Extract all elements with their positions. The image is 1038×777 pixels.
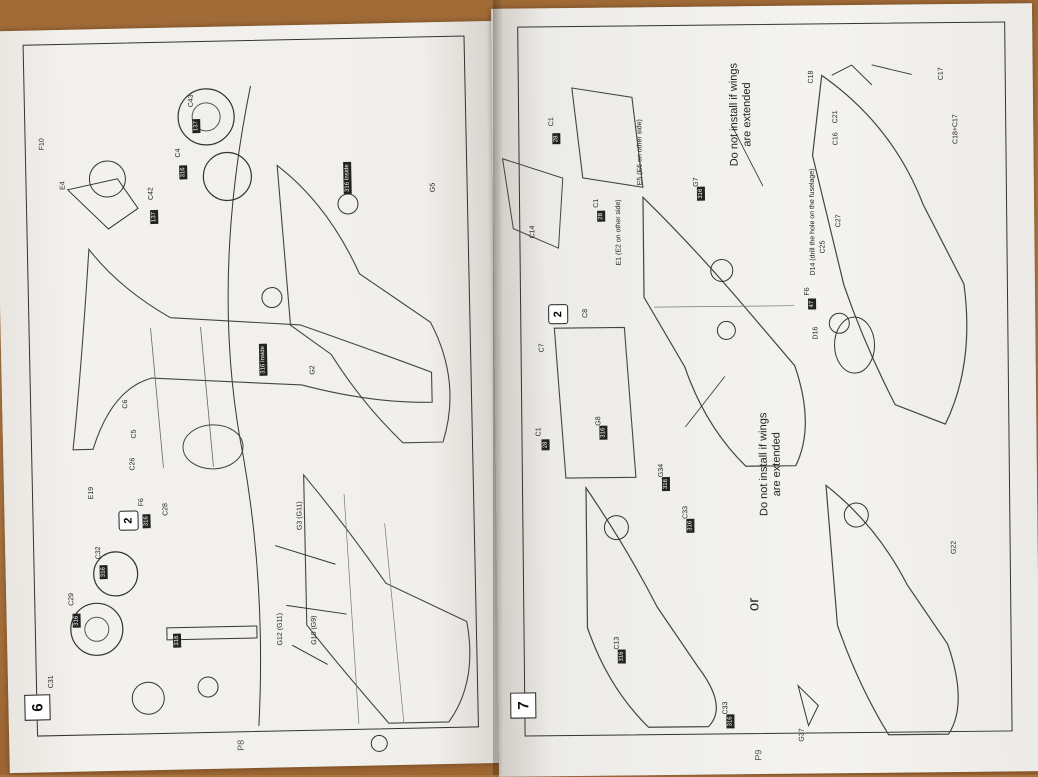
paint-code-tag: 137 <box>150 209 159 225</box>
paint-code-tag: 28 <box>541 439 550 451</box>
part-label: C31 <box>47 675 56 689</box>
paint-code-tag: 316 Inside <box>343 162 352 195</box>
part-label: E4 <box>59 181 67 190</box>
paint-code-tag: 316 <box>99 565 108 580</box>
right-page: 7 P9 2 <box>490 3 1038 777</box>
part-label: C25 <box>819 240 827 254</box>
paint-code-tag: 28 <box>552 133 561 145</box>
assembly-drawing-left <box>66 85 471 752</box>
part-label: C18 <box>807 70 815 84</box>
part-label: F6 <box>803 287 812 296</box>
paint-code-tag: 316 <box>617 649 626 664</box>
left-page: 6 P8 2 <box>0 20 510 774</box>
part-label: C28 <box>162 502 170 516</box>
part-label: C29 <box>68 592 76 606</box>
paint-code-tag: 316 <box>726 714 735 729</box>
part-label: G34 <box>657 463 665 478</box>
part-label: C1 <box>548 117 556 127</box>
part-label: E1 (E2 on other side) <box>614 199 623 266</box>
paint-code-tag: 316 <box>686 518 695 533</box>
paint-code-tag: 316 <box>72 613 81 628</box>
part-label: G5 <box>429 182 437 193</box>
paint-code-tag: 316 Inside <box>258 343 268 376</box>
part-label: D16 <box>812 326 820 340</box>
part-label: C33 <box>722 701 730 715</box>
assembly-drawing-right <box>501 64 968 736</box>
part-label: G2 <box>309 365 317 375</box>
part-label: C26 <box>129 457 137 471</box>
part-label: D14 (drill the hole on the fuselage) <box>808 168 817 276</box>
part-label: C4 <box>174 148 182 158</box>
paint-code-tag: 316 <box>172 633 182 648</box>
part-label: E19 <box>87 486 96 500</box>
paint-code-tag: 316 <box>599 425 608 440</box>
paint-code-tag: 316 <box>661 476 671 492</box>
part-label: C1 <box>592 198 601 208</box>
paint-code-tag: 316 <box>696 186 706 201</box>
part-label: C7 <box>538 343 546 353</box>
paint-code-tag: 137 <box>192 119 201 134</box>
part-label: C16 <box>832 132 840 146</box>
part-label: G10 (G9) <box>310 615 319 645</box>
part-label: F6 <box>138 498 146 507</box>
paint-code-tag: 316 <box>179 165 188 180</box>
part-label: C18+C17 <box>952 114 960 145</box>
part-label: C1 <box>535 427 543 437</box>
part-label: C43 <box>187 94 195 108</box>
part-label: C32 <box>95 546 103 560</box>
part-label: G12 (G11) <box>276 612 285 646</box>
part-label: C6 <box>122 399 130 409</box>
paint-code-tag: 28 <box>597 210 606 222</box>
alternative-or: or <box>745 597 763 612</box>
part-label: C13 <box>613 636 621 650</box>
paint-code-tag: 47 <box>808 298 817 310</box>
part-label: G37 <box>798 728 806 742</box>
part-label: E5 (E6 on other side) <box>636 119 644 186</box>
part-label: C5 <box>130 429 138 439</box>
part-label: C17 <box>937 67 945 81</box>
part-label: C42 <box>147 187 155 201</box>
part-label: C33 <box>682 505 690 519</box>
part-label: C27 <box>835 214 843 228</box>
part-label: C14 <box>529 225 537 239</box>
part-label: F10 <box>38 138 46 151</box>
part-label: C21 <box>832 110 840 124</box>
part-label: G3 (G11) <box>296 501 304 531</box>
part-label: G7 <box>692 177 700 187</box>
part-label: G8 <box>595 416 603 426</box>
paint-code-tag: 316 <box>142 514 151 529</box>
booklet-spine-shadow <box>493 0 503 775</box>
part-label: G22 <box>950 540 958 555</box>
part-label: C8 <box>582 308 590 318</box>
